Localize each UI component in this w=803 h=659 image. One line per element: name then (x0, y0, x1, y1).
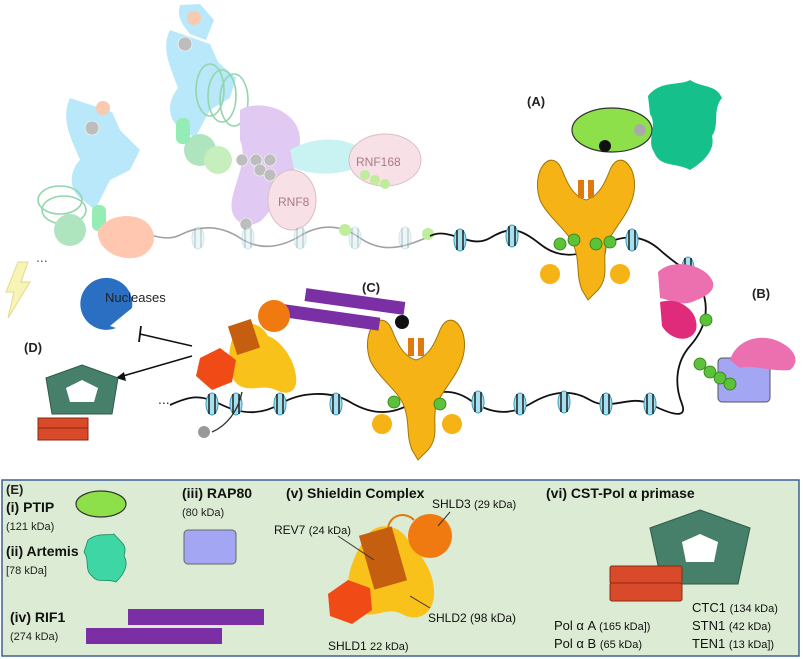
nuclease-pacman-icon (80, 277, 133, 330)
rnf8-ellipse (267, 169, 317, 231)
faded-purple-protein (231, 105, 300, 225)
ctc1-label: CTC1 (134 kDa) (692, 600, 778, 615)
faded-dna-strand (119, 226, 431, 249)
faded-background-context (5, 4, 434, 319)
faded-cyan-protein (290, 139, 360, 174)
shld1-label: SHLD1 22 kDa) (328, 639, 409, 653)
recruit-arrow (115, 355, 193, 379)
ub-markers-c (387, 395, 447, 411)
ptip-ellipse-a (571, 107, 653, 153)
pol-alpha-legend-a (609, 565, 683, 585)
rif1-size: (274 kDa) (10, 631, 58, 643)
ub-markers-b (693, 313, 737, 391)
pink-protein-upper (658, 264, 714, 304)
p-marker-a (599, 140, 611, 152)
rap80-size: (80 kDa) (182, 507, 224, 519)
faded-blue-protein-2 (166, 30, 236, 138)
ub-markers-a (553, 233, 617, 251)
artemis-legend-icon (83, 533, 127, 583)
panel-label-b: (B) (752, 286, 770, 301)
shld2-label: SHLD2 (98 kDa) (428, 611, 516, 625)
pol-b-label: Pol α B (65 kDa) (554, 636, 642, 651)
ten1-label: TEN1 (13 kDa]) (692, 636, 774, 651)
faded-blue-protein-1 (66, 98, 140, 210)
rif1-legend-bar-1 (128, 609, 264, 625)
pol-alpha-b-d (37, 427, 89, 441)
dsb-lightning-icon (5, 261, 31, 319)
cohesin-dimer-a (536, 159, 636, 301)
rif1-bar-c-1 (304, 288, 406, 315)
rnf8-label: RNF8 (278, 195, 310, 209)
q-marker-c (198, 426, 210, 438)
rif1-legend-bar-2 (86, 628, 222, 644)
nucleases-label: Nucleases (105, 290, 166, 305)
pink-protein-right (730, 337, 796, 371)
cst-title: (vi) CST-Pol α primase (546, 485, 695, 501)
rif1-title: (iv) RIF1 (10, 609, 65, 625)
panel-label-c: (C) (362, 280, 380, 295)
pink-protein-lower (660, 300, 697, 339)
artemis-size: [78 kDa] (6, 565, 47, 577)
rif1-bar-c-2 (269, 302, 381, 331)
shieldin-legend-icon (328, 514, 452, 624)
pol-a-label: Pol α A (165 kDa]) (554, 618, 650, 633)
ellipsis-bottom: ... (158, 391, 170, 407)
shieldin-complex-c (196, 300, 297, 393)
rev7-label: REV7 (24 kDa) (274, 523, 351, 537)
ptip-title: (i) PTIP (6, 499, 54, 515)
panel-label-e: (E) (6, 482, 23, 497)
shieldin-title: (v) Shieldin Complex (286, 485, 425, 501)
p-marker-c (395, 315, 409, 329)
ptip-legend-icon (75, 490, 127, 518)
panel-label-d: (D) (24, 340, 42, 355)
rap80-legend-icon (183, 529, 237, 565)
arrow-to-q (211, 391, 243, 433)
dna-strand-upper (429, 229, 701, 286)
inhibition-line (139, 333, 193, 347)
panel-label-a: (A) (527, 94, 545, 109)
rap80-title: (iii) RAP80 (182, 485, 252, 501)
pol-alpha-legend-b (609, 582, 683, 602)
rnf168-label: RNF168 (356, 155, 401, 169)
artemis-title: (ii) Artemis (6, 543, 79, 559)
artemis-shape-a (648, 80, 722, 170)
faded-orange-blob (97, 215, 155, 259)
cohesin-dimer-c (366, 319, 466, 461)
q-marker-a (634, 124, 646, 136)
ellipsis-top: ... (36, 249, 48, 265)
shld3-label: SHLD3 (29 kDa) (432, 497, 516, 511)
ptip-size: (121 kDa) (6, 521, 54, 533)
stn1-label: STN1 (42 kDa) (692, 618, 771, 633)
